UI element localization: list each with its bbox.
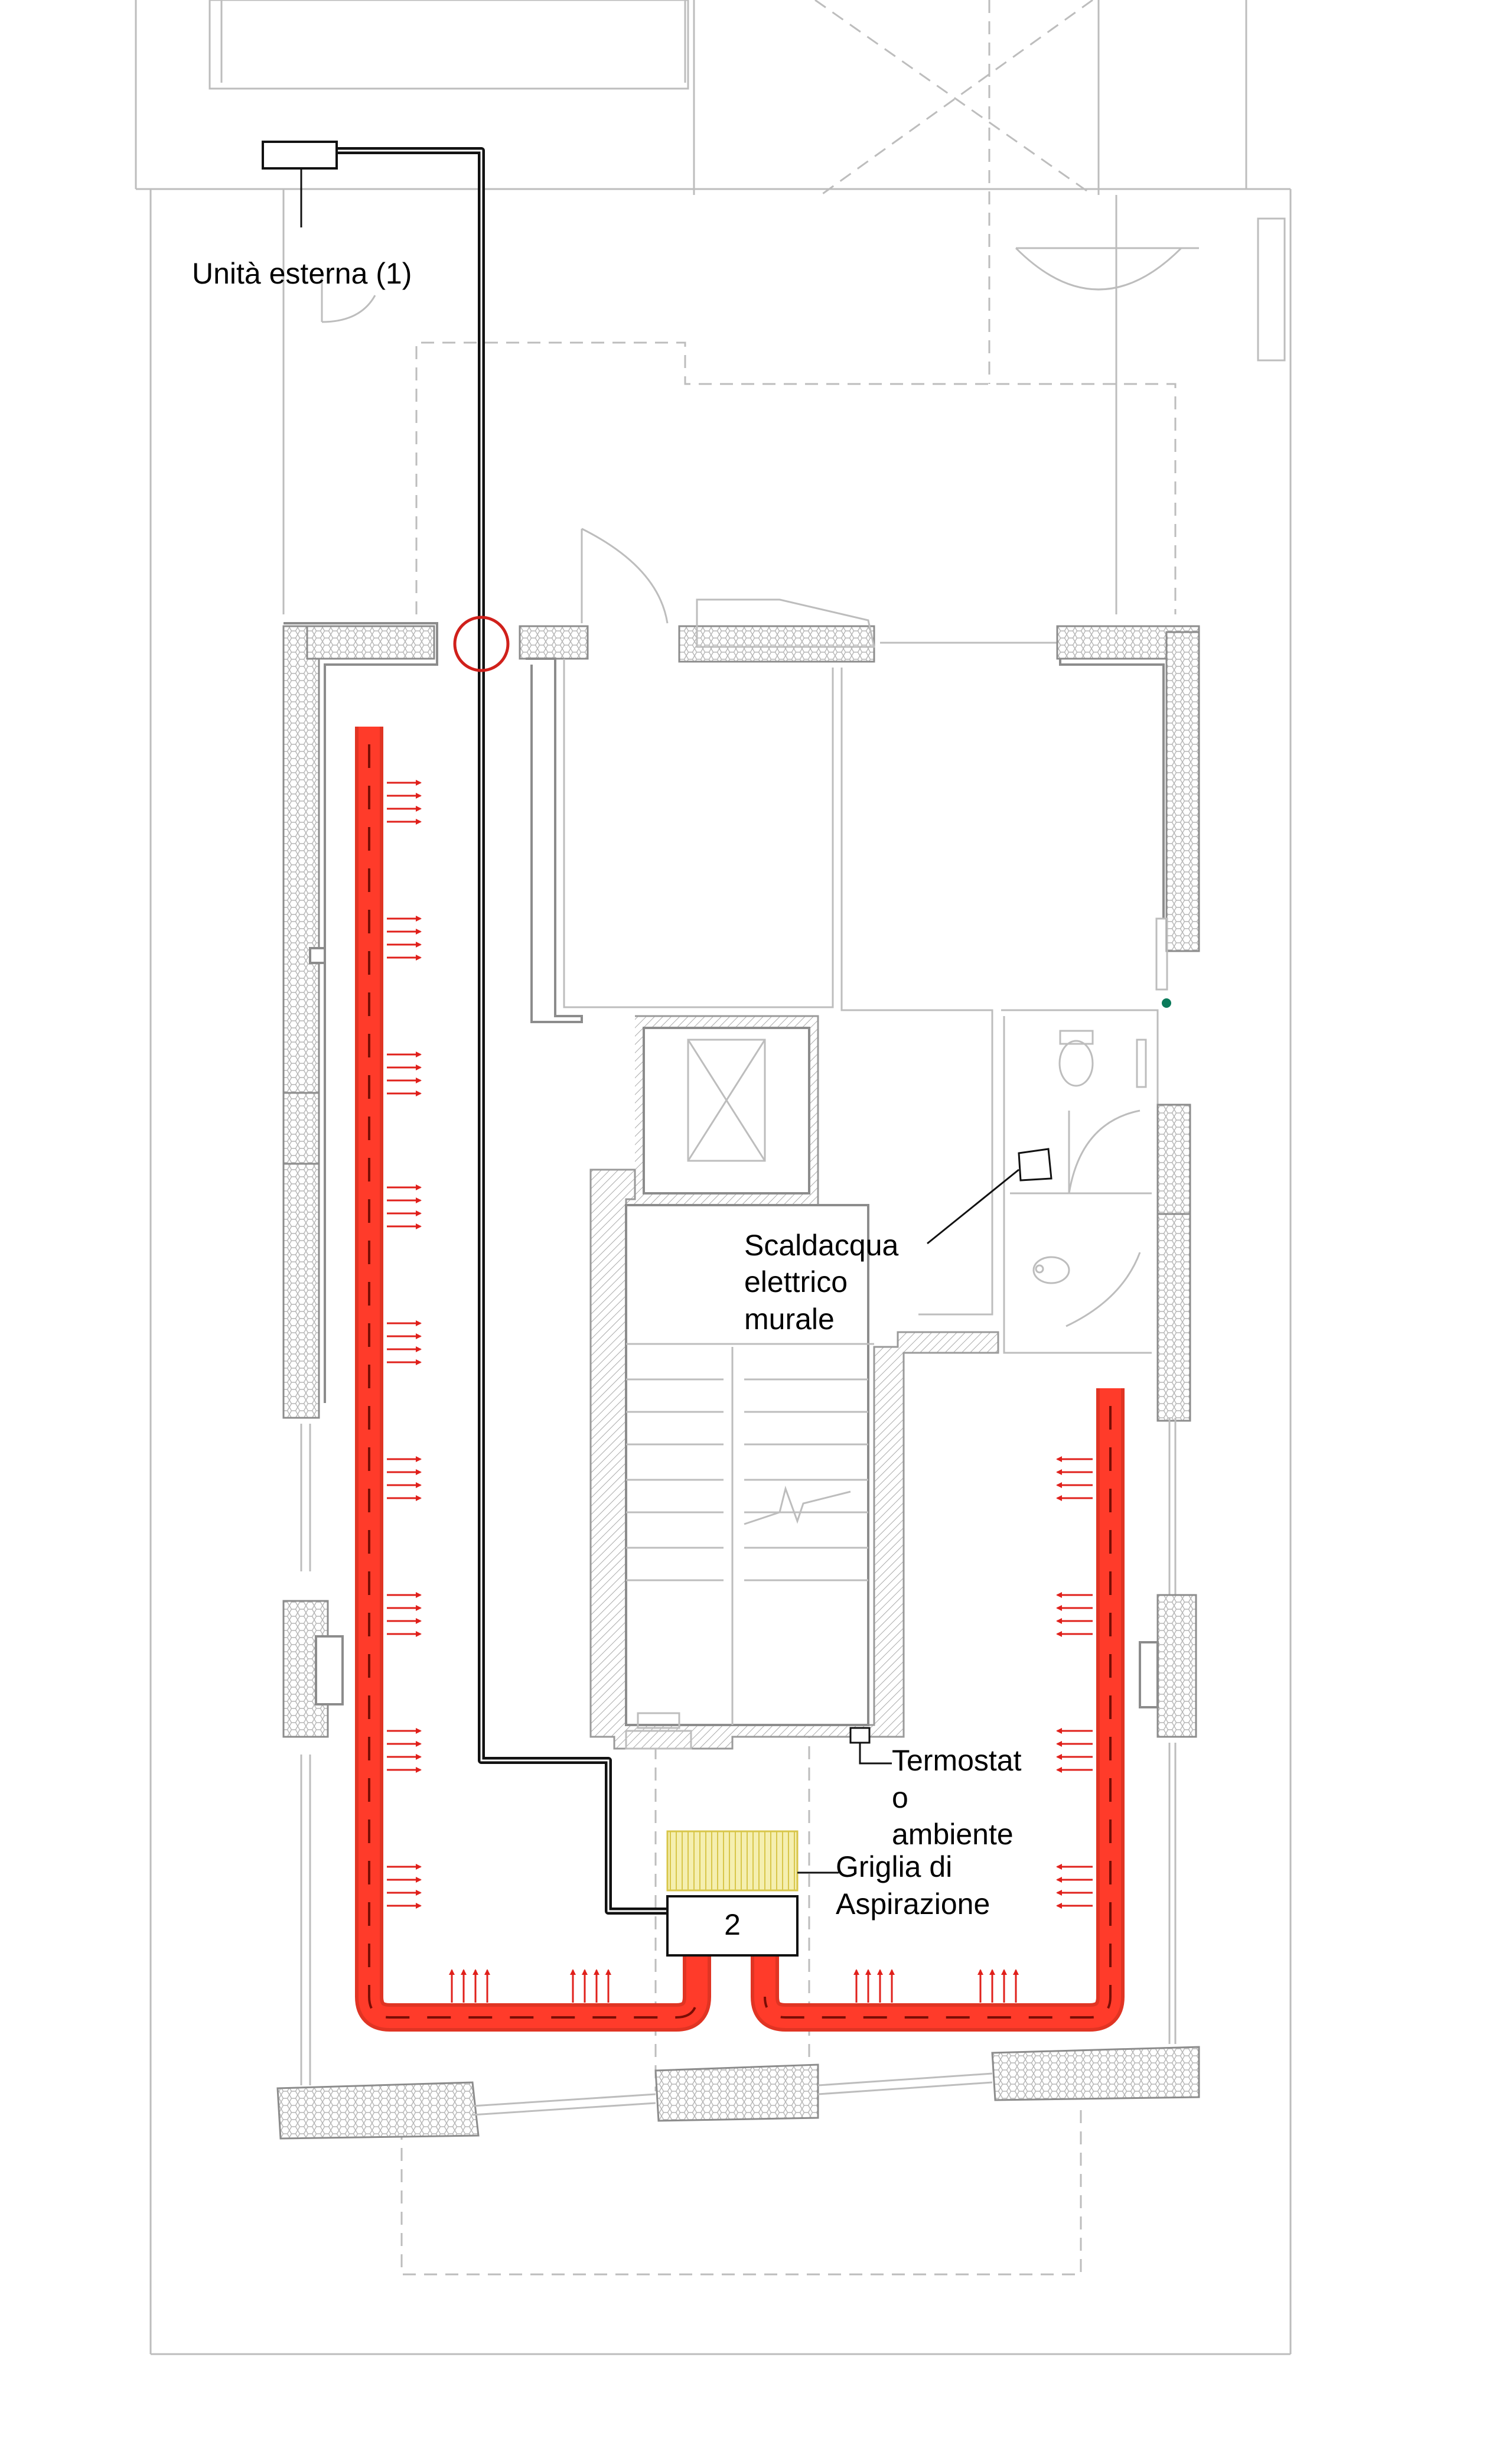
site-context [135,0,1292,2355]
water-heater-label-1: Scaldacqua [744,1229,898,1262]
toilet-icon [1058,1040,1094,1087]
thermostat-label-2: o [892,1781,908,1814]
indoor-unit-number: 2 [724,1908,741,1941]
grille-label-2: Aspirazione [836,1887,990,1921]
thermostat-label-1: Termostat [892,1744,1022,1777]
outdoor-unit [262,141,338,227]
airflow-arrows [387,780,1093,2003]
stair-break-icon [744,1485,851,1525]
water-heater-label-2: elettrico [744,1265,848,1298]
valve-icon [1162,998,1171,1008]
water-heater-icon [927,1148,1052,1245]
thermostat-label-3: ambiente [892,1818,1014,1851]
return-grille [666,1830,799,1892]
supply-ducts [355,727,1125,2032]
refrigerant-pipe [337,147,670,1915]
indoor-unit [666,1830,799,1957]
water-heater-label-3: murale [744,1303,835,1336]
outdoor-unit-label: Unità esterna (1) [192,257,412,290]
wall-crossing-marker [453,616,510,672]
grille-label-1: Griglia di [836,1850,952,1883]
thermostat-icon [849,1727,892,1765]
building-walls [276,528,1200,2140]
